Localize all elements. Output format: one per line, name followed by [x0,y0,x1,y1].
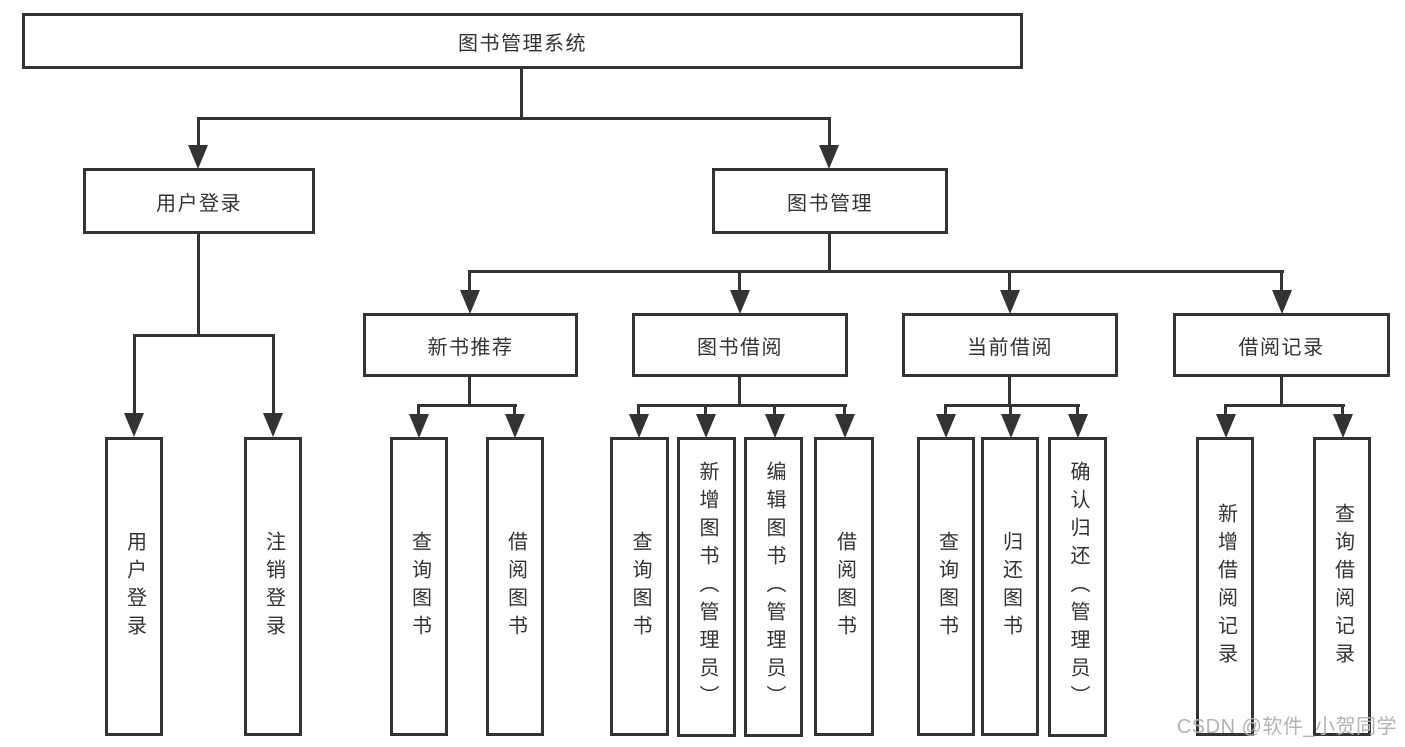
node-current-borrow-label: 当前借阅 [967,336,1053,359]
arrow-shaft-nb-borrow [513,404,516,416]
node-user-login: 用户登录 [83,168,315,234]
leaf-logout-label: 注销登录 [262,530,285,643]
arrow-shaft-bb-add [704,404,707,416]
arrow-shaft-bb-borrow [843,404,846,416]
leaf-cb-confirm-return-admin-label: 确认归还（管理员） [1067,461,1089,713]
arrow-shaft-leaf-logout [272,334,275,414]
arrow-head-leaf-user-login-icon [124,413,144,437]
leaf-bb-add-books-admin-label: 新增图书（管理员） [696,461,718,713]
leaf-nb-borrow-books-label: 借阅图书 [504,530,527,643]
arrow-head-leaf-logout-icon [263,413,283,437]
connector-current-borrow-stem [1008,375,1011,406]
connector-book-management-stem [828,231,831,272]
node-borrow-records-label: 借阅记录 [1238,336,1325,359]
arrow-head-br-query-icon [1333,414,1353,438]
arrow-shaft-leaf-user-login [133,334,136,414]
leaf-user-login-label: 用户登录 [123,530,146,643]
connector-borrow-records-horizontal [1224,404,1345,407]
connector-borrow-records-stem [1280,375,1283,406]
arrow-head-bb-borrow-icon [835,414,855,438]
connector-level1-horizontal [197,117,831,120]
leaf-cb-query-books-label: 查询图书 [935,530,958,643]
leaf-bb-borrow-books-label: 借阅图书 [833,530,856,643]
connector-root-stem [520,69,523,118]
arrow-head-book-borrow-icon [730,290,750,314]
node-root: 图书管理系统 [22,13,1023,69]
connector-user-login-stem [197,231,200,336]
arrow-shaft-nb-query [417,404,420,416]
arrow-head-nb-query-icon [409,414,429,438]
node-user-login-label: 用户登录 [156,192,242,215]
node-current-borrow: 当前借阅 [902,313,1118,377]
leaf-bb-borrow-books: 借阅图书 [814,437,874,736]
arrow-head-borrow-records-icon [1272,290,1292,314]
arrow-shaft-new-book-recommend [468,270,471,291]
arrow-head-bb-edit-icon [765,414,785,438]
node-borrow-records: 借阅记录 [1173,313,1390,377]
arrow-shaft-cb-return [1009,404,1012,416]
connector-new-book-recommend-stem [468,375,471,406]
arrow-shaft-current-borrow [1008,270,1011,291]
leaf-nb-query-books-label: 查询图书 [408,530,431,643]
connector-user-login-horizontal [133,334,275,337]
arrow-head-cb-query-icon [936,414,956,438]
arrow-shaft-cb-confirm [1076,404,1079,416]
arrow-shaft-borrow-records [1280,270,1283,291]
leaf-br-query-record: 查询借阅记录 [1313,437,1371,736]
arrow-shaft-user-login [197,117,200,147]
arrow-head-new-book-recommend-icon [460,290,480,314]
leaf-user-login: 用户登录 [105,437,163,736]
leaf-bb-add-books-admin: 新增图书（管理员） [677,437,736,737]
node-new-book-recommend-label: 新书推荐 [427,336,514,359]
arrow-shaft-book-borrow [738,270,741,291]
csdn-watermark: CSDN @软件_小贺同学 [1176,716,1397,738]
arrow-head-user-login-icon [188,145,208,169]
node-book-borrow: 图书借阅 [632,313,848,377]
leaf-nb-borrow-books: 借阅图书 [486,437,544,736]
arrow-shaft-br-query [1341,404,1344,416]
arrow-shaft-bb-query [637,404,640,416]
leaf-bb-edit-books-admin: 编辑图书（管理员） [744,437,803,737]
connector-book-borrow-horizontal [637,404,847,407]
arrow-head-br-add-icon [1216,414,1236,438]
leaf-nb-query-books: 查询图书 [390,437,448,736]
arrow-shaft-bb-edit [773,404,776,416]
node-book-management-label: 图书管理 [787,192,873,215]
arrow-head-bb-add-icon [696,414,716,438]
leaf-bb-edit-books-admin-label: 编辑图书（管理员） [763,461,785,713]
leaf-bb-query-books-label: 查询图书 [629,530,651,643]
connector-current-borrow-horizontal [944,404,1080,407]
leaf-cb-return-books: 归还图书 [981,437,1039,736]
arrow-head-cb-return-icon [1001,414,1021,438]
connector-new-book-recommend-horizontal [417,404,517,407]
arrow-head-cb-confirm-icon [1068,414,1088,438]
arrow-head-current-borrow-icon [1000,290,1020,314]
leaf-cb-query-books: 查询图书 [917,437,975,736]
node-book-management: 图书管理 [712,168,948,234]
leaf-cb-return-books-label: 归还图书 [999,530,1022,643]
arrow-shaft-br-add [1224,404,1227,416]
leaf-br-add-record: 新增借阅记录 [1196,437,1254,736]
arrow-head-book-management-icon [819,145,839,169]
node-root-label: 图书管理系统 [458,32,587,55]
arrow-head-nb-borrow-icon [505,414,525,438]
leaf-br-query-record-label: 查询借阅记录 [1331,502,1354,671]
leaf-cb-confirm-return-admin: 确认归还（管理员） [1048,437,1107,737]
connector-level3-horizontal [468,270,1284,273]
node-new-book-recommend: 新书推荐 [363,313,578,377]
leaf-bb-query-books: 查询图书 [610,437,669,736]
arrow-shaft-book-management [828,117,831,147]
node-book-borrow-label: 图书借阅 [697,336,783,359]
arrow-shaft-cb-query [944,404,947,416]
arrow-head-bb-query-icon [629,414,649,438]
leaf-br-add-record-label: 新增借阅记录 [1214,502,1237,671]
leaf-logout: 注销登录 [244,437,302,736]
connector-book-borrow-stem [738,375,741,406]
